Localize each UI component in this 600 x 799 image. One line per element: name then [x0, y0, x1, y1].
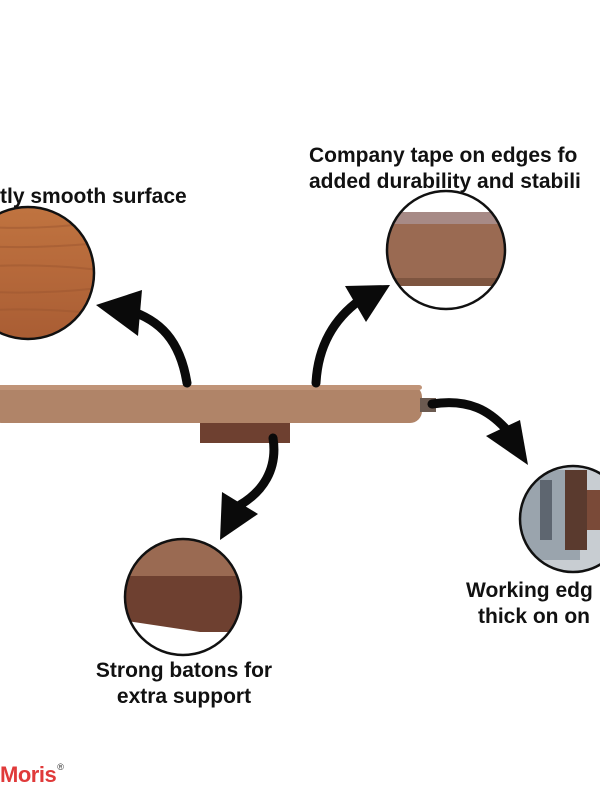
callout-tape-line1: Company tape on edges fo	[309, 144, 578, 167]
curved-arrow-icon	[427, 398, 528, 465]
callout-surface: tly smooth surface	[0, 184, 187, 210]
callout-batons-line1: Strong batons for	[95, 659, 273, 682]
curved-arrow-icon	[311, 285, 390, 388]
tape-detail-circle	[385, 189, 507, 311]
callout-tape-line2: added durability and stabili	[309, 170, 581, 193]
surface-detail-circle	[0, 205, 96, 341]
edge-detail-circle	[518, 464, 600, 574]
callout-tape: Company tape on edges fo added durabilit…	[309, 143, 581, 195]
brand-logo: Moris®	[0, 762, 64, 788]
callout-edge-line1: Working edg	[466, 579, 593, 602]
callout-batons: Strong batons for extra support	[84, 658, 284, 710]
curved-arrow-icon	[96, 290, 192, 388]
callout-edge: Working edg thick on on	[466, 578, 593, 630]
board-illustration	[0, 385, 436, 443]
brand-name: Moris	[0, 762, 57, 787]
callout-batons-line2: extra support	[116, 685, 252, 708]
curved-arrow-icon	[220, 433, 279, 540]
callout-surface-text: tly smooth surface	[0, 185, 187, 208]
registered-mark: ®	[57, 762, 64, 772]
callout-edge-line2: thick on on	[478, 605, 590, 628]
baton-detail-circle	[123, 537, 243, 657]
